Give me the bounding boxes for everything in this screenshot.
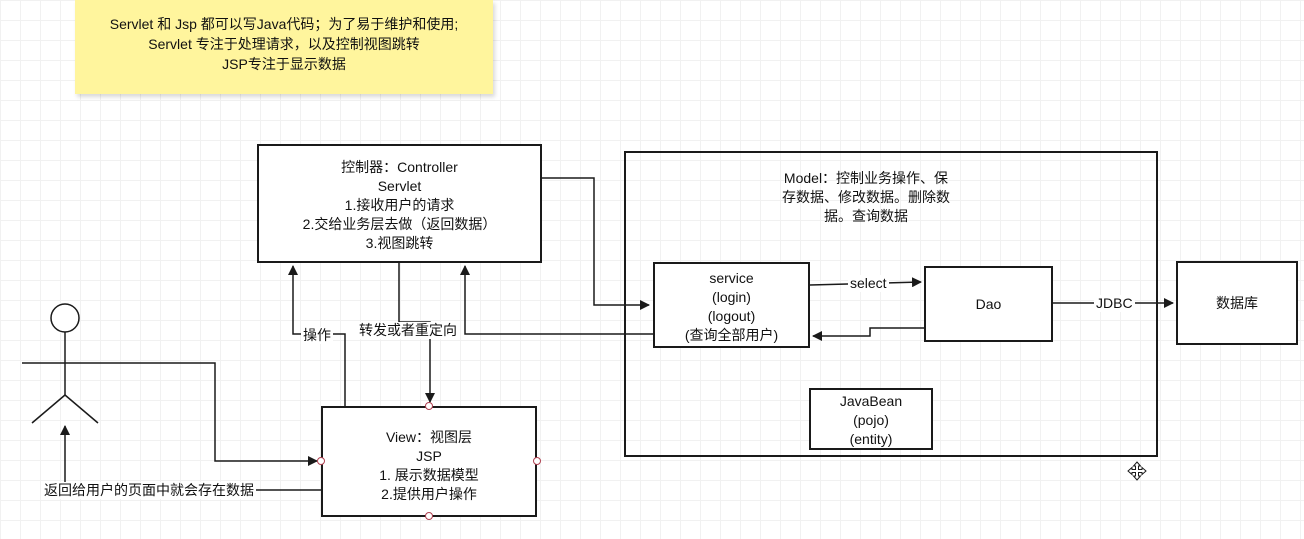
javabean-title: JavaBean bbox=[839, 393, 903, 409]
view-item-2: 2.提供用户操作 bbox=[381, 486, 477, 502]
controller-item-3: 3.视图跳转 bbox=[365, 235, 434, 251]
edge-controller-to-service bbox=[542, 177, 650, 310]
edge-view-to-user bbox=[60, 425, 321, 491]
service-method-query-all: (查询全部用户) bbox=[684, 327, 779, 343]
edge-dao-to-service bbox=[812, 327, 924, 341]
note-line-2: Servlet 专注于处理请求，以及控制视图跳转 bbox=[148, 36, 420, 52]
service-title: service bbox=[709, 270, 754, 286]
view-item-1: 1. 展示数据模型 bbox=[379, 467, 479, 483]
move-cursor-icon bbox=[1127, 461, 1147, 481]
edge-label-select: select bbox=[848, 275, 889, 292]
database-label: 数据库 bbox=[1216, 295, 1258, 311]
edge-service-to-controller bbox=[460, 265, 653, 335]
service-method-login: (login) bbox=[712, 289, 751, 305]
service-method-logout: (logout) bbox=[707, 308, 756, 324]
model-box[interactable]: Model：控制业务操作、保 存数据、修改数据。删除数 据。查询数据 bbox=[624, 151, 1158, 457]
note-line-3: JSP专注于显示数据 bbox=[222, 56, 346, 72]
edge-label-operate: 操作 bbox=[301, 327, 333, 344]
javabean-entity: (entity) bbox=[849, 431, 893, 447]
view-handle-bottom[interactable] bbox=[425, 512, 433, 520]
controller-item-2: 2.交给业务层去做（返回数据） bbox=[302, 216, 497, 232]
database-box[interactable]: 数据库 bbox=[1176, 261, 1298, 345]
controller-title: 控制器：Controller bbox=[341, 159, 458, 175]
sticky-note[interactable]: Servlet 和 Jsp 都可以写Java代码；为了易于维护和使用; Serv… bbox=[75, 0, 493, 94]
view-handle-right[interactable] bbox=[533, 457, 541, 465]
model-desc-line-2: 存数据、修改数据。删除数 bbox=[782, 189, 950, 205]
dao-label: Dao bbox=[975, 296, 1002, 312]
edge-label-forward: 转发或者重定向 bbox=[357, 322, 459, 339]
service-box[interactable]: service (login) (logout) (查询全部用户) bbox=[653, 262, 810, 348]
edge-label-jdbc: JDBC bbox=[1094, 295, 1135, 312]
controller-item-1: 1.接收用户的请求 bbox=[344, 197, 455, 213]
controller-subtitle: Servlet bbox=[377, 178, 422, 194]
edge-user-to-view bbox=[108, 362, 318, 466]
model-desc-line-3: 据。查询数据 bbox=[824, 208, 908, 224]
view-box[interactable]: View：视图层 JSP 1. 展示数据模型 2.提供用户操作 bbox=[321, 406, 537, 517]
view-title: View：视图层 bbox=[385, 429, 473, 445]
javabean-box[interactable]: JavaBean (pojo) (entity) bbox=[809, 388, 933, 450]
dao-box[interactable]: Dao bbox=[924, 266, 1053, 342]
view-handle-top[interactable] bbox=[425, 402, 433, 410]
view-subtitle: JSP bbox=[416, 448, 442, 464]
edge-label-return-page: 返回给用户的页面中就会存在数据 bbox=[42, 482, 256, 499]
view-handle-left[interactable] bbox=[317, 457, 325, 465]
javabean-pojo: (pojo) bbox=[853, 412, 889, 428]
note-line-1: Servlet 和 Jsp 都可以写Java代码；为了易于维护和使用; bbox=[109, 16, 459, 32]
user-actor-icon bbox=[22, 303, 108, 424]
controller-box[interactable]: 控制器：Controller Servlet 1.接收用户的请求 2.交给业务层… bbox=[257, 144, 542, 263]
model-desc-line-1: Model：控制业务操作、保 bbox=[783, 170, 949, 186]
